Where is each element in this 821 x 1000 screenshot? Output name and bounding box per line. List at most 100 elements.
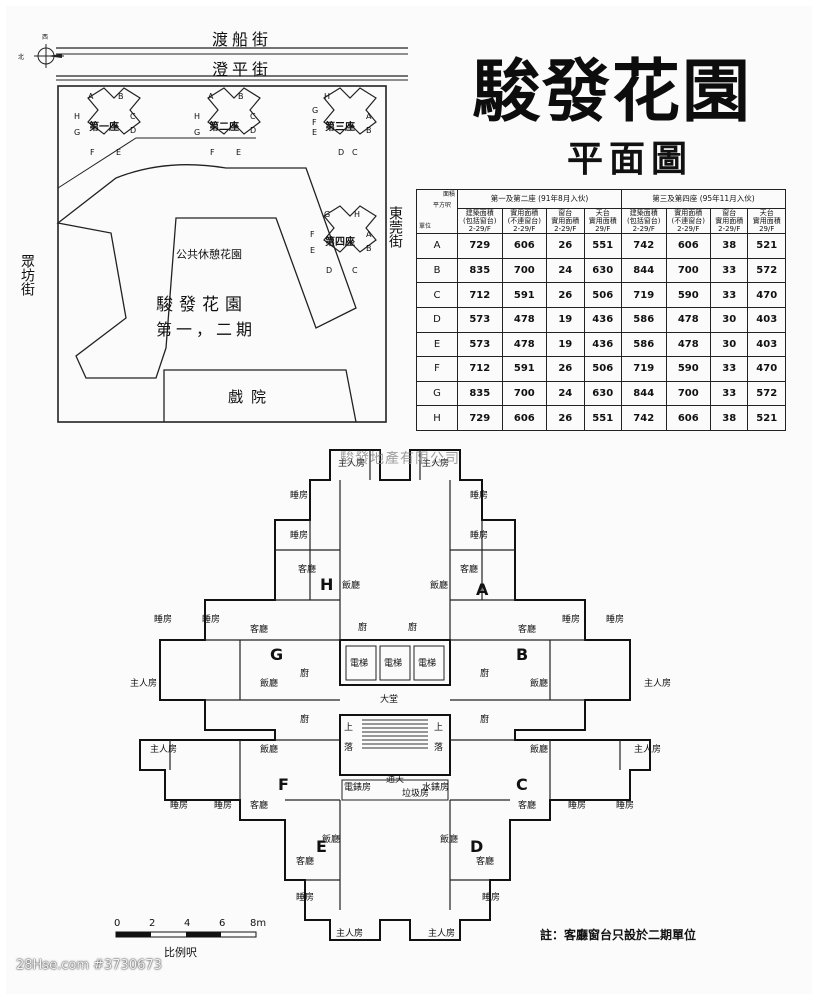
value-cell: 551 <box>583 405 622 431</box>
value-cell: 835 <box>457 257 503 284</box>
unit-cell: B <box>416 257 458 284</box>
sub-header-line: 2-29/F <box>468 225 491 234</box>
value-cell: 521 <box>747 405 786 431</box>
b4-unit-g: G <box>324 210 331 219</box>
value-cell: 591 <box>501 282 548 308</box>
value-cell: 403 <box>747 306 786 333</box>
unit-letter: F <box>278 775 289 794</box>
value-cell: 729 <box>457 233 503 259</box>
value-cell: 38 <box>710 233 749 259</box>
b1-unit-e: E <box>116 148 122 157</box>
value-cell: 700 <box>665 380 712 407</box>
room-label-lift: 電梯 <box>418 657 436 669</box>
room-label-refuse: 垃圾房 <box>402 787 429 799</box>
value-cell: 26 <box>546 233 585 259</box>
b3-unit-h: H <box>324 92 331 101</box>
room-label-master: 主人房 <box>338 457 365 469</box>
value-cell: 719 <box>620 282 667 308</box>
b2-unit-b: B <box>238 92 244 101</box>
b1-unit-f: F <box>90 148 95 157</box>
room-label-master: 主人房 <box>130 677 157 689</box>
value-cell: 700 <box>501 380 548 407</box>
room-label-bedroom: 睡房 <box>562 613 580 625</box>
value-cell: 506 <box>583 282 622 308</box>
room-label-dining: 飯廳 <box>530 743 548 755</box>
value-cell: 470 <box>747 356 786 382</box>
stair-core <box>339 714 451 776</box>
value-cell: 572 <box>747 380 786 407</box>
scale-tick-8: 8m <box>250 918 267 929</box>
sub-header-line: 實用面積 <box>588 217 617 226</box>
room-label-bedroom: 睡房 <box>202 613 220 625</box>
room-label-bedroom: 睡房 <box>170 799 188 811</box>
site-plan: 西 北 渡船街 澄平街 東莞街 眾坊街 第一座 第二座 第三座 第四座 A B … <box>16 18 408 428</box>
lift-core <box>339 639 451 686</box>
room-label-living: 客廳 <box>518 623 536 635</box>
value-cell: 436 <box>583 306 622 333</box>
value-cell: 478 <box>501 306 548 333</box>
value-cell: 572 <box>747 257 786 284</box>
value-cell: 630 <box>583 380 622 407</box>
value-cell: 606 <box>665 405 712 431</box>
room-label-master: 主人房 <box>644 677 671 689</box>
scale-bar: 0 2 4 6 8m 比例呎 <box>112 918 272 959</box>
room-label-bedroom: 睡房 <box>290 529 308 541</box>
sub-header-line: 2-29/F <box>677 225 700 234</box>
sub-header-line: 天台 <box>759 209 774 217</box>
room-label-master: 主人房 <box>634 743 661 755</box>
b4-unit-e: E <box>310 246 316 255</box>
estate-phase-label: 第一，二期 <box>156 320 257 339</box>
value-cell: 590 <box>665 282 712 308</box>
b4-unit-f: F <box>310 230 315 239</box>
b1-unit-g: G <box>74 128 81 137</box>
sub-header-1: 實用面積(不連窗台)2-29/F <box>501 207 548 235</box>
value-cell: 590 <box>665 356 712 382</box>
sub-header-line: 窗台 <box>722 209 737 217</box>
compass-label-west: 西 <box>42 34 49 41</box>
sub-header-line: 29/F <box>595 225 611 234</box>
block-4-label: 第四座 <box>325 237 355 248</box>
room-label-bedroom: 睡房 <box>482 891 500 903</box>
b3-unit-d: D <box>338 148 345 157</box>
street-right: 東莞街 <box>387 206 403 248</box>
room-label-dining: 飯廳 <box>430 579 448 591</box>
sub-header-line: 2-29/F <box>513 225 536 234</box>
room-label-master: 主人房 <box>422 457 449 469</box>
b4-unit-a: A <box>366 230 372 239</box>
unit-letter: B <box>516 645 528 664</box>
b2-unit-a: A <box>208 92 214 101</box>
room-label-down: 落 <box>434 741 443 753</box>
scale-label: 比例呎 <box>164 946 197 959</box>
value-cell: 844 <box>620 380 667 407</box>
room-label-lobby: 大堂 <box>380 693 398 705</box>
compass-label-north: 北 <box>18 54 25 61</box>
room-label-bedroom: 睡房 <box>154 613 172 625</box>
b4-unit-b: B <box>366 244 372 253</box>
value-cell: 729 <box>457 405 503 431</box>
b1-unit-d: D <box>130 126 137 135</box>
value-cell: 742 <box>620 233 667 259</box>
value-cell: 19 <box>546 331 585 358</box>
room-label-kitchen: 廚 <box>300 667 309 679</box>
b3-unit-e: E <box>312 128 318 137</box>
b4-unit-h: H <box>354 210 361 219</box>
unit-letter: E <box>316 837 327 856</box>
theatre-label: 戲院 <box>228 388 275 406</box>
unit-cell: E <box>416 331 458 358</box>
value-cell: 719 <box>620 356 667 382</box>
value-cell: 521 <box>747 233 786 259</box>
sub-header-line: 2-29/F <box>718 225 741 234</box>
b3-unit-g: G <box>312 106 319 115</box>
room-label-bedroom: 睡房 <box>470 489 488 501</box>
sub-header-4: 建築面積(包括窗台)2-29/F <box>620 207 667 235</box>
value-cell: 38 <box>710 405 749 431</box>
value-cell: 24 <box>546 257 585 284</box>
value-cell: 478 <box>501 331 548 358</box>
garden-label: 公共休憩花園 <box>176 248 242 261</box>
